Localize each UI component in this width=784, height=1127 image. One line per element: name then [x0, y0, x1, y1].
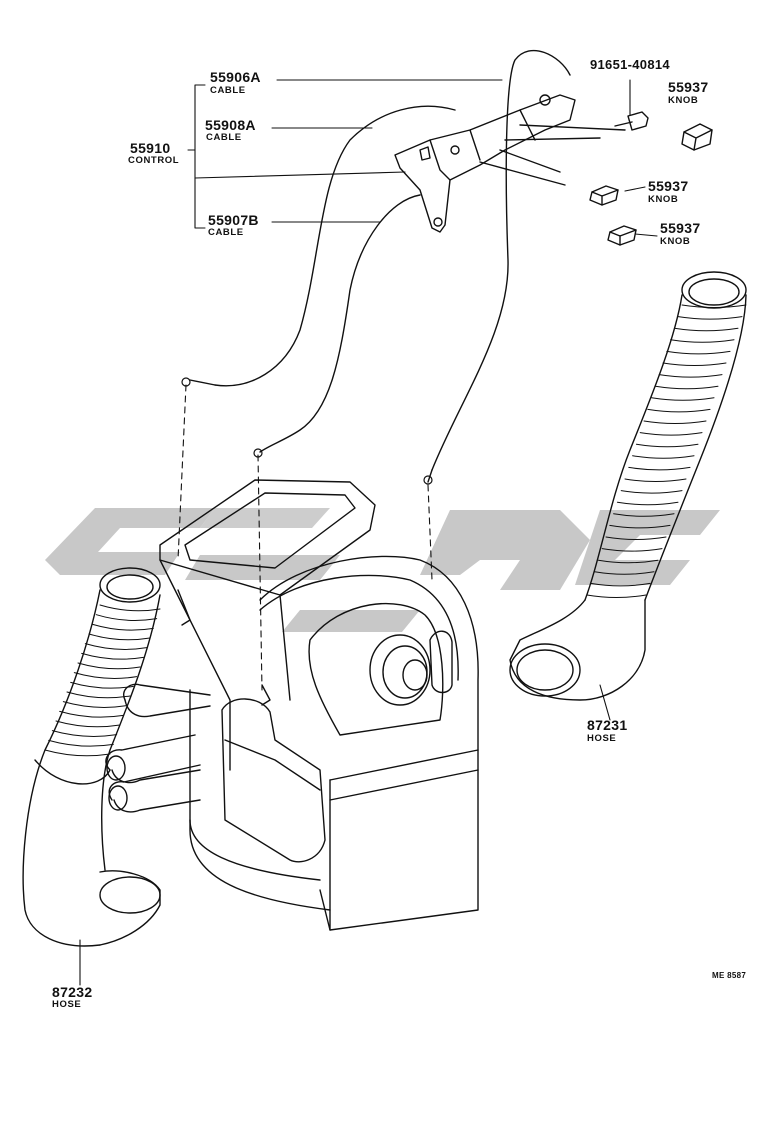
hose-rib [605, 536, 667, 540]
knob-3 [607, 225, 637, 246]
hose-rib [73, 672, 138, 679]
hose-rib [44, 749, 111, 757]
hose-rib [601, 548, 663, 552]
reference-code: ME 8587 [712, 971, 747, 980]
knob-1-number: 55937 [668, 79, 709, 95]
hose-rib [99, 604, 161, 612]
cable-55907b [259, 194, 421, 453]
heater-unit [105, 479, 479, 931]
hose-rib [666, 350, 731, 355]
hose-rib [81, 652, 144, 660]
dashed-guides [177, 384, 433, 691]
hose-rib [632, 455, 695, 459]
hose-rib [92, 623, 154, 631]
knob-2-name: KNOB [648, 194, 679, 205]
hose-rib [639, 432, 703, 436]
hose-rib [594, 571, 655, 575]
hose-rib [62, 701, 128, 708]
hose-87232-name: HOSE [52, 999, 82, 1010]
hose-rib [66, 691, 131, 699]
hose-left-ribs [44, 604, 161, 757]
cable-55908a-name: CABLE [206, 132, 242, 143]
cable-55907b-number: 55907B [208, 212, 259, 228]
knob-2-number: 55937 [648, 178, 689, 194]
hose-rib [55, 720, 121, 728]
hose-rib [677, 316, 743, 320]
knob-1 [681, 123, 713, 151]
hose-87232-number: 87232 [52, 984, 93, 1000]
bolt-number: 91651-40814 [590, 57, 670, 72]
hose-rib [586, 594, 647, 598]
bolt [614, 111, 649, 131]
hose-rib [673, 327, 739, 332]
knob-3-name: KNOB [660, 236, 691, 247]
hose-right-ribs [586, 304, 747, 598]
hose-rib [590, 582, 651, 587]
hose-87231-name: HOSE [587, 733, 617, 744]
hose-rib [88, 633, 151, 641]
cable-55908a-number: 55908A [205, 117, 256, 133]
hose-rib [51, 730, 118, 737]
control-55910-number: 55910 [130, 140, 171, 156]
hose-rib [651, 397, 715, 401]
hose-rib [77, 662, 141, 670]
hose-rib [70, 681, 134, 689]
cable-55908a [189, 105, 456, 387]
cable-55906a [427, 49, 571, 483]
hose-rib [628, 466, 691, 471]
hose-rib [59, 710, 124, 718]
cable-55907b-name: CABLE [208, 227, 244, 238]
leader-lines [79, 79, 658, 986]
control-assembly [394, 94, 626, 233]
hose-rib [635, 443, 699, 448]
hose-rib [620, 490, 683, 494]
knob-2 [589, 185, 619, 206]
cable-55906a-name: CABLE [210, 85, 246, 96]
hose-rib [609, 524, 671, 529]
hose-rib [84, 643, 148, 650]
hose-left [22, 567, 161, 947]
knob-1-name: KNOB [668, 95, 699, 106]
hose-rib [643, 420, 707, 424]
hose-rib [597, 559, 659, 564]
hose-rib [654, 385, 719, 390]
hose-rib [670, 339, 735, 343]
knob-3-number: 55937 [660, 220, 701, 236]
hose-rib [95, 614, 158, 621]
hose-rib [613, 513, 675, 517]
hose-rib [616, 501, 679, 506]
control-55910-name: CONTROL [128, 155, 180, 166]
hose-87231-number: 87231 [587, 717, 628, 733]
cable-55906a-number: 55906A [210, 69, 261, 85]
hose-rib [48, 739, 114, 747]
hose-rib [681, 304, 747, 308]
hose-rib [624, 478, 687, 482]
hose-rib [662, 362, 727, 366]
hose-rib [658, 374, 723, 378]
hose-rib [647, 408, 711, 413]
